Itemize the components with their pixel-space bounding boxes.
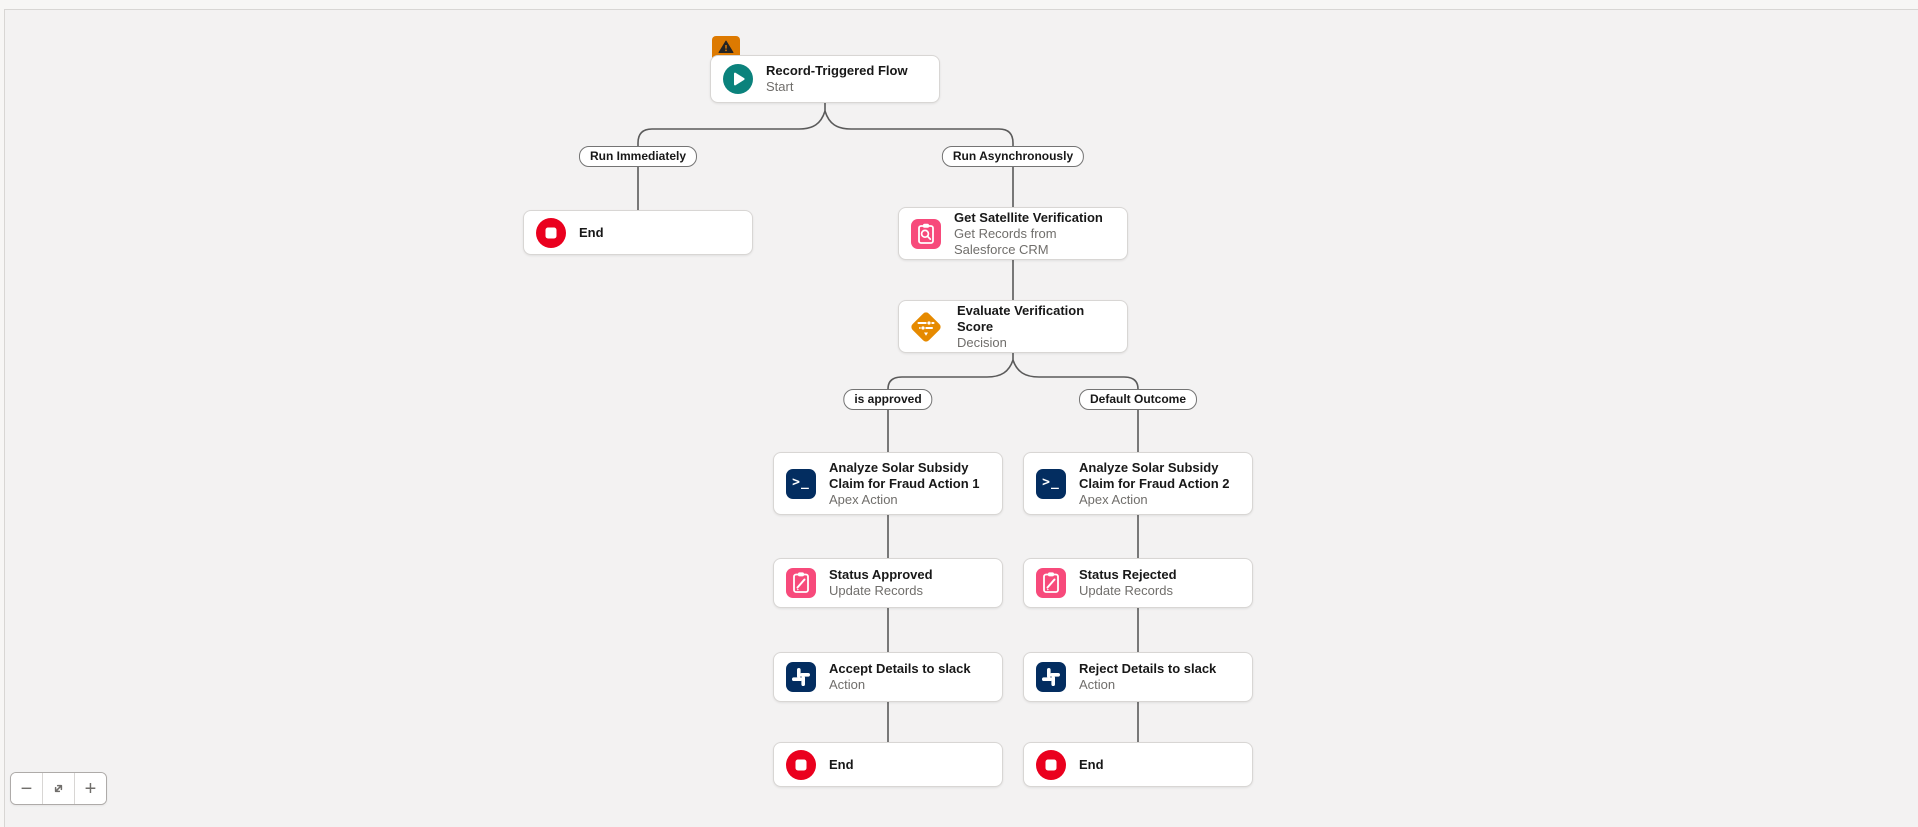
node-title: Evaluate Verification Score <box>957 302 1085 334</box>
node-subtitle: Apex Action <box>829 491 898 507</box>
flow-node-end-rejected[interactable]: End <box>1023 742 1253 787</box>
branch-label-default-outcome: Default Outcome <box>1078 389 1198 410</box>
update-records-icon <box>786 568 816 598</box>
apex-icon: >_ <box>1036 468 1066 499</box>
flow-node-status-approved[interactable]: Status Approved Update Records <box>773 558 1003 608</box>
node-subtitle: Update Records <box>1079 583 1173 598</box>
node-subtitle: Start <box>766 79 794 94</box>
node-subtitle: Action <box>1079 677 1116 692</box>
zoom-controls: − + <box>10 772 107 805</box>
node-title: Status Rejected <box>1079 567 1177 582</box>
node-title: Accept Details to slack <box>829 661 971 676</box>
fit-view-button[interactable] <box>43 773 75 804</box>
flow-node-end-immediate[interactable]: End <box>523 210 753 255</box>
plus-icon: + <box>84 777 97 800</box>
flow-node-accept-details-to-slack[interactable]: Accept Details to slack Action <box>773 652 1003 702</box>
node-title: Reject Details to slack <box>1079 661 1217 676</box>
flow-node-start[interactable]: Record-Triggered Flow Start <box>710 55 940 103</box>
node-title: End <box>579 224 604 240</box>
flow-node-evaluate-verification-score[interactable]: Evaluate Verification Score Decision <box>898 300 1128 353</box>
update-records-icon <box>1036 568 1066 598</box>
branch-label-run-asynchronously: Run Asynchronously <box>941 146 1085 167</box>
node-subtitle: Get Records from Salesforce CRM <box>954 225 1057 257</box>
node-subtitle: Action <box>829 677 866 692</box>
node-title: Analyze Solar Subsidy Claim for Fraud Ac… <box>1079 459 1230 491</box>
play-icon <box>723 64 753 94</box>
warning-icon <box>718 40 734 53</box>
flow-node-status-rejected[interactable]: Status Rejected Update Records <box>1023 558 1253 608</box>
expand-icon <box>54 784 63 793</box>
node-subtitle: Update Records <box>829 583 923 598</box>
end-icon <box>536 217 566 248</box>
flow-node-end-approved[interactable]: End <box>773 742 1003 787</box>
zoom-in-button[interactable]: + <box>75 773 106 804</box>
zoom-out-button[interactable]: − <box>11 773 43 804</box>
node-title: Get Satellite Verification <box>954 209 1103 225</box>
flow-node-get-satellite-verification[interactable]: Get Satellite Verification Get Records f… <box>898 207 1128 260</box>
flow-node-apex-action-1[interactable]: >_ Analyze Solar Subsidy Claim for Fraud… <box>773 452 1003 515</box>
node-title: Analyze Solar Subsidy Claim for Fraud Ac… <box>829 459 980 491</box>
flow-node-reject-details-to-slack[interactable]: Reject Details to slack Action <box>1023 652 1253 702</box>
node-subtitle: Decision <box>957 334 1007 350</box>
slack-icon <box>1036 662 1066 692</box>
branch-label-is-approved: is approved <box>843 389 933 410</box>
branch-label-run-immediately: Run Immediately <box>578 146 698 167</box>
end-icon <box>1036 749 1066 780</box>
start-node-warning-badge[interactable] <box>712 36 740 58</box>
node-title: End <box>1079 756 1104 772</box>
minus-icon: − <box>20 777 33 800</box>
flow-node-apex-action-2[interactable]: >_ Analyze Solar Subsidy Claim for Fraud… <box>1023 452 1253 515</box>
node-title: Status Approved <box>829 567 933 582</box>
flow-canvas[interactable] <box>4 9 1918 827</box>
slack-icon <box>786 662 816 692</box>
node-title: Record-Triggered Flow <box>766 63 908 78</box>
decision-icon <box>908 309 944 345</box>
node-title: End <box>829 756 854 772</box>
end-icon <box>786 749 816 780</box>
node-subtitle: Apex Action <box>1079 491 1148 507</box>
get-records-icon <box>911 218 941 249</box>
apex-icon: >_ <box>786 468 816 499</box>
